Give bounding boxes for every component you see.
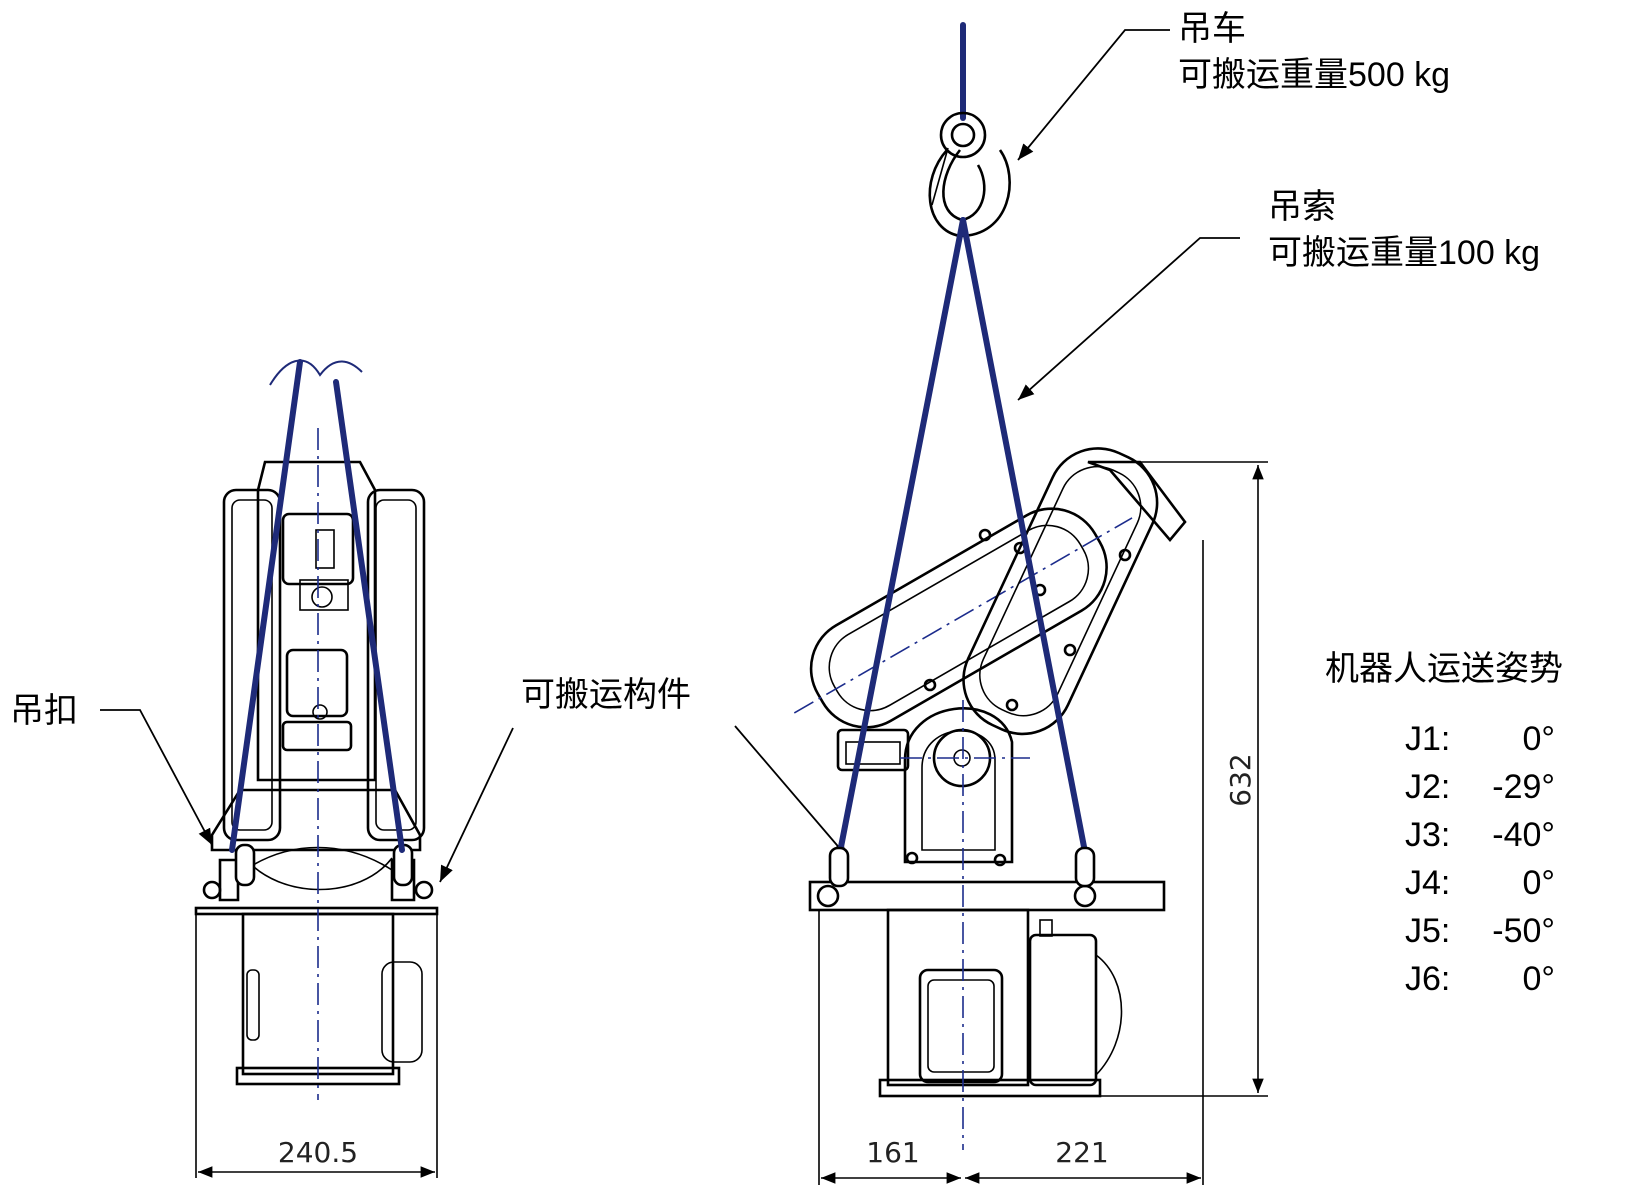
joint-value: -50° (1492, 912, 1555, 950)
crane-label: 吊车 (1178, 10, 1246, 48)
side-base-block (886, 908, 1030, 1087)
crane-capacity-label: 可搬运重量500 kg (1178, 56, 1450, 94)
side-shackle-left (828, 846, 850, 888)
joint-table: J1: 0° J2: -29° J3: -40° J4: 0° J5: -50° J6: 0° (1405, 720, 1555, 998)
side-view-robot (793, 22, 1187, 1150)
joint-value: -40° (1492, 816, 1555, 854)
shackle-callout: 吊扣 (10, 692, 213, 846)
joint-value: 0° (1522, 720, 1555, 758)
posture-title: 机器人运送姿势 (1325, 650, 1563, 688)
front-arm-right (366, 488, 426, 842)
side-connector-box (1028, 933, 1098, 1087)
side-right-value: 221 (1055, 1136, 1108, 1169)
joint-name: J4: (1405, 864, 1450, 902)
front-sling-right (333, 379, 405, 853)
side-left-value: 161 (866, 1136, 919, 1169)
joint-name: J2: (1405, 768, 1450, 806)
height-dimension: 632 (1095, 461, 1268, 1097)
sling-capacity-label: 可搬运重量100 kg (1268, 234, 1540, 272)
crane-callout: 吊车 可搬运重量500 kg (1017, 10, 1450, 161)
side-wrist-cap (1087, 460, 1187, 543)
joint-name: J6: (1405, 960, 1450, 998)
joint-name: J3: (1405, 816, 1450, 854)
front-upper-arm (256, 460, 377, 782)
front-width-dimension: 240.5 (195, 914, 438, 1178)
side-width-dimensions: 161 221 (818, 540, 1204, 1185)
joint-value: -29° (1492, 768, 1555, 806)
front-width-value: 240.5 (278, 1136, 358, 1169)
sling-label: 吊索 (1268, 188, 1336, 226)
posture-panel: 机器人运送姿势 J1:0°J2:-29°J3:-40°J4:0°J5:-50°J… (1325, 650, 1563, 998)
shackle-label: 吊扣 (10, 692, 78, 730)
side-sling-right (960, 217, 1088, 855)
height-value: 632 (1224, 753, 1257, 806)
joint-value: 0° (1522, 960, 1555, 998)
side-base-plate (808, 880, 1166, 912)
joint-name: J1: (1405, 720, 1450, 758)
side-tool-flange (836, 728, 910, 772)
side-forearm (962, 447, 1159, 736)
transport-member-label: 可搬运构件 (521, 676, 691, 714)
front-view-robot (194, 359, 439, 1100)
transport-member-callout: 可搬运构件 (439, 676, 849, 883)
front-sling-left (229, 359, 303, 853)
front-shackle-left (234, 843, 256, 887)
side-sling-left (837, 217, 966, 855)
joint-value: 0° (1522, 864, 1555, 902)
side-shackle-right (1074, 846, 1096, 888)
front-arm-left (222, 488, 282, 842)
sling-callout: 吊索 可搬运重量100 kg (1017, 188, 1540, 401)
hook-eye (939, 111, 987, 159)
joint-name: J5: (1405, 912, 1450, 950)
crane-hook (928, 149, 1011, 238)
